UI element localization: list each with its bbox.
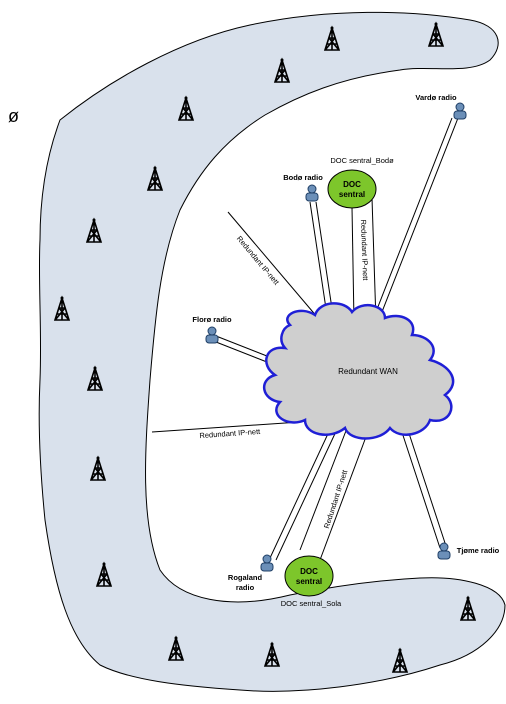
link-rogaland-b bbox=[275, 409, 347, 561]
radio-tower-icon bbox=[146, 165, 164, 191]
wan-cloud bbox=[263, 302, 455, 440]
radio-tower-icon bbox=[273, 57, 291, 83]
radio-tower-icon bbox=[85, 217, 103, 243]
link-doc-bodo-b bbox=[371, 197, 377, 323]
link-doc-bodo-a bbox=[351, 206, 355, 323]
link-vardo-b bbox=[377, 117, 459, 323]
radio-rogaland: Rogaland radio bbox=[228, 554, 274, 592]
radio-station-icon bbox=[260, 554, 274, 572]
doc-node-sola bbox=[284, 555, 334, 597]
radio-tower-icon bbox=[391, 647, 409, 673]
radio-vardo: Vardø radio bbox=[415, 93, 467, 120]
radio-tower-icon bbox=[89, 455, 107, 481]
radio-station-icon bbox=[205, 326, 219, 344]
doc-node-bodo bbox=[327, 169, 377, 209]
doc-bodo-caption: DOC sentral_Bodø bbox=[330, 156, 394, 165]
link-floro-a bbox=[215, 335, 273, 359]
link-bodo-b bbox=[315, 201, 335, 323]
radio-vardo-label: Vardø radio bbox=[415, 93, 457, 102]
radio-station-icon bbox=[305, 184, 319, 202]
link-upper-left bbox=[227, 211, 319, 319]
link-label-bodo: Redundant IP-nett bbox=[359, 219, 370, 281]
radio-tower-icon bbox=[177, 95, 195, 121]
doc-sola-label-2: sentral bbox=[296, 577, 322, 586]
radio-rogaland-label-2: radio bbox=[236, 583, 255, 592]
radio-tower-icon bbox=[95, 561, 113, 587]
link-label-upper-left: Redundant IP-nett bbox=[235, 234, 282, 287]
doc-sola-label-1: DOC bbox=[300, 567, 318, 576]
radio-tower-icon bbox=[263, 641, 281, 667]
doc-sola-caption: DOC sentral_Sola bbox=[281, 599, 342, 608]
radio-tjome: Tjøme radio bbox=[437, 542, 500, 560]
link-label-lower-left: Redundant IP-nett bbox=[199, 427, 261, 440]
radio-bodo-label: Bodø radio bbox=[283, 173, 323, 182]
link-floro-b bbox=[215, 341, 273, 365]
link-doc-sola-a bbox=[299, 409, 355, 551]
radio-tower-icon bbox=[427, 21, 445, 47]
tower-group bbox=[53, 21, 477, 673]
radio-floro: Florø radio bbox=[192, 315, 232, 344]
radio-tower-icon bbox=[323, 25, 341, 51]
link-label-sola: Redundant IP-nett bbox=[322, 468, 350, 530]
link-bodo-a bbox=[309, 201, 329, 323]
radio-tower-icon bbox=[86, 365, 104, 391]
radio-bodo: Bodø radio bbox=[283, 173, 323, 202]
radio-tower-icon bbox=[459, 595, 477, 621]
doc-bodo-label-2: sentral bbox=[339, 190, 365, 199]
wan-label: Redundant WAN bbox=[338, 367, 398, 376]
link-lower-left bbox=[151, 421, 301, 433]
radio-tower-icon bbox=[167, 635, 185, 661]
stray-character: ø bbox=[8, 106, 19, 126]
radio-tjome-label: Tjøme radio bbox=[457, 546, 500, 555]
radio-station-icon bbox=[453, 102, 467, 120]
radio-station-icon bbox=[437, 542, 451, 560]
radio-rogaland-label-1: Rogaland bbox=[228, 573, 263, 582]
radio-tower-icon bbox=[53, 295, 71, 321]
doc-bodo-label-1: DOC bbox=[343, 180, 361, 189]
link-vardo-a bbox=[371, 117, 453, 323]
radio-floro-label: Florø radio bbox=[192, 315, 232, 324]
